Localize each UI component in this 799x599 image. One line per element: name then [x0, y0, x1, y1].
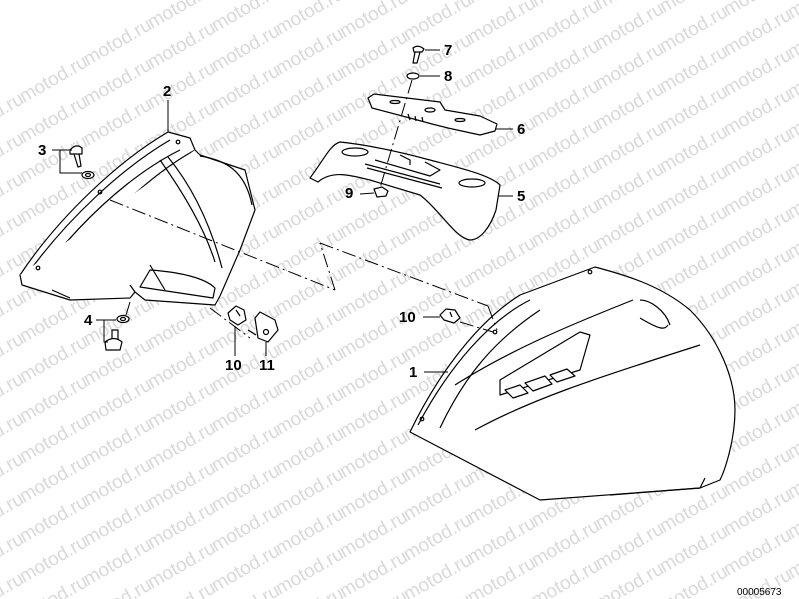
assembly-lines	[109, 79, 498, 339]
callout-2: 2	[163, 83, 172, 100]
callout-6: 6	[517, 121, 526, 138]
part-3-screw-washer	[69, 145, 95, 180]
callout-1: 1	[409, 364, 418, 381]
part-9-nut	[373, 186, 389, 198]
callout-11: 11	[259, 357, 275, 374]
part-4-screw-washer	[104, 314, 130, 351]
callout-4: 4	[84, 312, 93, 329]
part-7-8-screw-washer	[406, 45, 425, 80]
callout-10-left: 10	[225, 357, 242, 374]
callout-5: 5	[517, 188, 526, 205]
callout-7: 7	[444, 42, 453, 59]
callout-10-right: 10	[399, 309, 416, 326]
part-10-clip-right	[439, 308, 461, 324]
leader-lines	[52, 49, 513, 373]
part-6-mounting-plate	[367, 93, 498, 136]
part-5-holder-bracket	[309, 141, 501, 241]
callout-3: 3	[38, 142, 47, 159]
part-1-fairing	[409, 266, 736, 501]
diagram-part-number: 00005673	[737, 587, 782, 598]
part-10-11-clip-bracket	[227, 305, 279, 343]
callout-9: 9	[345, 185, 354, 202]
part-2-trim-panel	[19, 131, 256, 306]
callout-8: 8	[444, 68, 453, 85]
